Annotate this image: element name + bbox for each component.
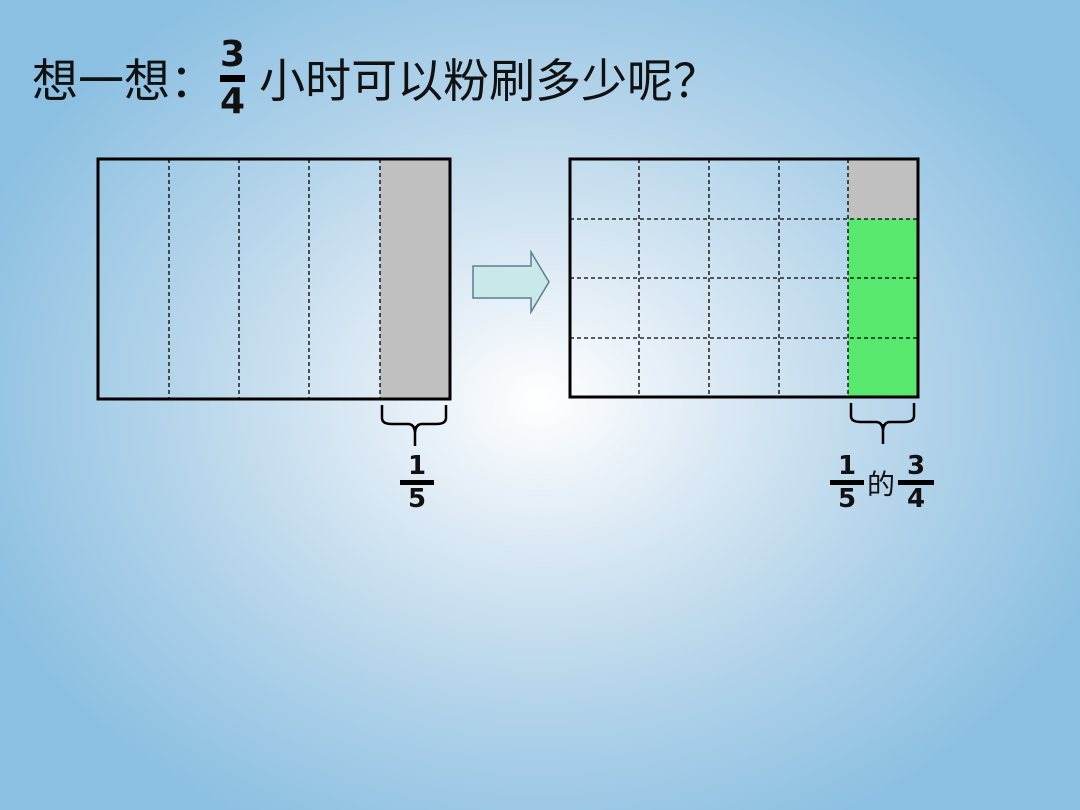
right-label-numerator2: 3 [906,451,926,481]
right-label: 1 5 的 3 4 [830,451,935,514]
right-grid-lines [570,159,918,397]
fraction-bar [400,480,434,485]
title-fraction-denominator: 4 [220,80,246,122]
fraction-bar [830,480,864,485]
fraction-bar [220,74,246,82]
left-label: 1 5 [400,452,434,513]
right-label-fraction1: 1 5 [830,452,864,513]
title-fraction: 3 4 [220,33,246,122]
right-label-fraction2: 3 4 [898,451,935,514]
right-label-numerator1: 1 [837,451,857,481]
right-green-cells [848,219,918,397]
left-border [96,157,452,401]
fraction-bar [898,480,935,485]
right-gray-cell [848,159,918,219]
right-arrow-icon [472,249,550,315]
title-suffix: 小时可以粉刷多少呢？ [259,54,720,108]
title-fraction-numerator: 3 [220,33,246,75]
title-prefix: 想一想： [32,54,216,108]
right-label-denominator2: 4 [906,484,926,514]
right-label-denominator1: 5 [837,484,857,514]
left-dividers [168,159,381,399]
left-shaded-column [380,159,450,399]
left-rectangle [96,157,452,401]
left-label-denominator: 5 [407,484,427,514]
left-label-fraction: 1 5 [400,452,434,513]
right-label-connector: 的 [867,467,896,501]
page-title: 想一想： 3 4 小时可以粉刷多少呢？ [32,28,719,128]
right-border [568,157,920,399]
right-rectangle [568,157,920,399]
left-label-numerator: 1 [407,451,427,481]
